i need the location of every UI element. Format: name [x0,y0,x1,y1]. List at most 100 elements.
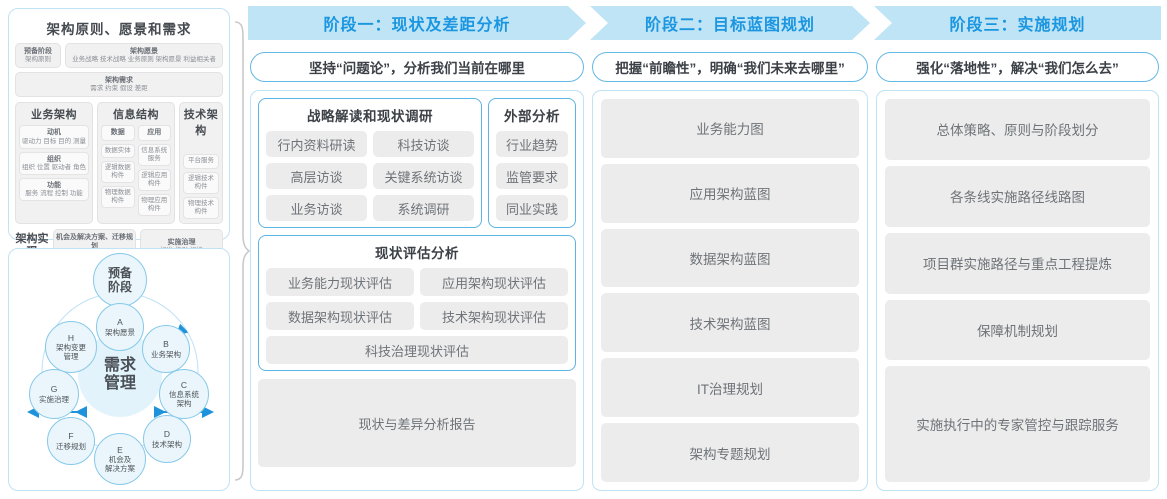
node-line1: 架构变更 [56,343,86,353]
adm-node-a[interactable]: A 架构愿景 [96,303,144,351]
prep-stage-label: 预备阶段 [24,48,52,55]
external-item[interactable]: 监管要求 [496,163,568,189]
phase-2-item[interactable]: 架构专题规划 [601,423,859,482]
data-subcolumn: 数据 数据实体 逻辑数据构件 物理数据构件 [101,125,135,216]
arch-requirements-label: 架构需求 [105,77,133,85]
adm-node-c[interactable]: C 信息系统 架构 [159,369,209,419]
information-structure-title: 信息结构 [113,109,160,122]
phase-3-item[interactable]: 保障机制规划 [885,299,1150,361]
phase-3-header-text: 阶段三：实施规划 [949,17,1086,34]
arch-vision-label: 架构愿景 [130,48,158,55]
phase-2-item-list: 业务能力图 应用架构蓝图 数据架构蓝图 技术架构蓝图 IT治理规划 架构专题规划 [601,99,859,482]
adm-node-e[interactable]: E 机会及 解决方案 [94,433,146,485]
item-sub: 信息系统服务 [141,146,168,162]
phase-2-item[interactable]: 技术架构蓝图 [601,293,859,353]
adm-node-prep[interactable]: 预备 阶段 [93,253,147,307]
item-label: 组织 [47,155,61,163]
node-label: 架构愿景 [105,327,135,337]
node-label: 技术架构 [152,439,182,449]
assessment-item[interactable]: 数据架构现状评估 [266,302,414,330]
node-line2: 架构 [176,399,192,409]
adm-node-b[interactable]: B 业务架构 [142,325,190,373]
item-sub: 平台服务 [188,157,214,165]
node-line2: 管理 [103,375,136,392]
business-arch-item: 组织 组织 位置 驱动者 角色 [19,151,90,175]
survey-item[interactable]: 关键系统访谈 [373,163,474,189]
item-sub: 物理技术构件 [188,199,214,215]
business-architecture-column: 业务架构 动机 驱动力 目标 目的 测量 组织 组织 位置 驱动者 角色 功能 … [15,102,94,225]
node-line1: 需求 [103,356,136,374]
node-key: F [68,431,74,442]
phase-3-item[interactable]: 实施执行中的专家管控与跟踪服务 [885,366,1150,482]
assessment-title: 现状评估分析 [375,246,459,261]
node-key: B [163,339,169,350]
external-analysis-title: 外部分析 [504,109,560,124]
strategy-survey-box: 战略解读和现状调研 行内资料研读 高层访谈 业务访谈 科技访谈 关键系统访谈 系… [258,98,482,228]
survey-item[interactable]: 行内资料研读 [266,131,367,157]
survey-item[interactable]: 系统调研 [373,195,474,221]
adm-node-d[interactable]: D 技术架构 [143,415,191,463]
survey-item[interactable]: 业务访谈 [266,195,367,221]
tech-item: 物理技术构件 [183,196,219,220]
phase-1-subtitle: 坚持“问题论”，分析我们当前在哪里 [250,52,584,82]
item-label: 功能 [47,181,61,189]
external-analysis-box: 外部分析 行业趋势 监管要求 同业实践 [488,98,576,228]
arch-vision-sub: 业务战略 技术战略 业务原则 架构愿景 利益相关者 [72,56,216,64]
business-architecture-title: 业务架构 [31,109,77,122]
phase-1-header-banner: 阶段一：现状及差距分析 [248,6,586,40]
item-sub: 逻辑应用构件 [141,171,168,187]
data-subcolumn-header: 数据 [101,125,135,141]
phase-2-item[interactable]: 业务能力图 [601,99,859,158]
phase-3-item[interactable]: 项目群实施路径与重点工程提炼 [885,232,1150,294]
phase-2-header-text: 阶段二：目标蓝图规划 [644,17,815,34]
bracket-connector-icon [234,21,250,481]
togaf-content-framework-panel: 架构原则、愿景和需求 预备阶段 架构原则 架构愿景 业务战略 技术战略 业务原则… [8,8,230,264]
survey-item[interactable]: 高层访谈 [266,163,367,189]
assessment-item[interactable]: 应用架构现状评估 [420,268,568,296]
phase-2-item[interactable]: IT治理规划 [601,358,859,418]
external-item[interactable]: 行业趋势 [496,131,568,157]
assessment-item-wide[interactable]: 科技治理现状评估 [266,336,568,364]
node-key: H [67,332,75,343]
prep-stage-box: 预备阶段 架构原则 [15,43,61,69]
phase-3-item[interactable]: 总体策略、原则与阶段划分 [885,99,1150,160]
phase-3-header-banner: 阶段三：实施规划 [874,6,1161,40]
application-item: 物理应用构件 [137,194,172,217]
phase-2-subtitle: 把握“前瞻性”，明确“我们未来去哪里” [592,52,868,82]
information-structure-column: 信息结构 数据 数据实体 逻辑数据构件 物理数据构件 [97,102,176,225]
gap-analysis-report-chip[interactable]: 现状与差异分析报告 [258,379,576,467]
assessment-item[interactable]: 业务能力现状评估 [266,268,414,296]
data-item: 物理数据构件 [101,185,135,209]
technology-architecture-column: 技术架构 平台服务 逻辑技术构件 物理技术构件 [179,102,223,225]
node-label: 业务架构 [151,349,181,359]
business-arch-item: 功能 服务 流程 控制 功能 [19,177,90,202]
node-line1: 预备 [107,265,132,280]
phase-3-item-list: 总体策略、原则与阶段划分 各条线实施路径线路图 项目群实施路径与重点工程提炼 保… [885,99,1150,482]
prep-and-vision-row: 预备阶段 架构原则 架构愿景 业务战略 技术战略 业务原则 架构愿景 利益相关者 [15,43,223,69]
item-sub: 物理应用构件 [141,197,168,213]
phase-3-body: 总体策略、原则与阶段划分 各条线实施路径线路图 项目群实施路径与重点工程提炼 保… [876,90,1159,491]
phase-3-item[interactable]: 各条线实施路径线路图 [885,165,1150,227]
phase-2-item[interactable]: 数据架构蓝图 [601,228,859,288]
three-architecture-columns: 业务架构 动机 驱动力 目标 目的 测量 组织 组织 位置 驱动者 角色 功能 … [15,102,223,225]
external-item[interactable]: 同业实践 [496,195,568,221]
item-sub: 逻辑数据构件 [104,163,131,179]
adm-node-h[interactable]: H 架构变更 管理 [45,321,97,373]
assessment-item[interactable]: 技术架构现状评估 [420,302,568,330]
node-key: D [163,429,171,440]
node-line2: 解决方案 [105,464,135,474]
adm-node-f[interactable]: F 迁移规划 [47,417,95,465]
adm-node-g[interactable]: G 实施治理 [29,369,79,419]
application-item: 信息系统服务 [137,143,172,166]
node-label: 实施治理 [39,394,69,404]
phase-2-body: 业务能力图 应用架构蓝图 数据架构蓝图 技术架构蓝图 IT治理规划 架构专题规划 [592,90,868,491]
data-item: 数据实体 [101,143,135,158]
node-key: E [117,444,123,455]
survey-item[interactable]: 科技访谈 [373,131,474,157]
node-line1: 机会及 [108,455,132,465]
node-line2: 管理 [63,352,79,362]
phase-2-item[interactable]: 应用架构蓝图 [601,163,859,223]
phase-3-subtitle: 强化“落地性”，解决“我们怎么去” [876,52,1159,82]
prep-stage-sub: 架构原则 [25,56,51,64]
